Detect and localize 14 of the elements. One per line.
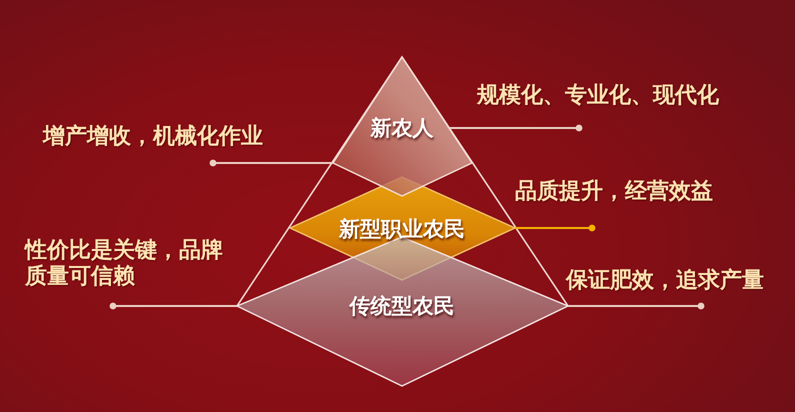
callout-text: 品质提升，经营效益 [515, 179, 713, 205]
leader-line [515, 224, 596, 232]
tier-label: 新型职业农民 [339, 217, 465, 241]
callout-text: 保证肥效，追求产量 [566, 268, 764, 294]
callout-text: 性价比是关键，品牌质量可信赖 [25, 238, 231, 290]
tier-label: 新农人 [370, 116, 434, 140]
callout-text: 增产增收，机械化作业 [43, 124, 263, 150]
tier-label: 传统型农民 [350, 294, 454, 318]
callout-text: 规模化、专业化、现代化 [477, 83, 719, 109]
leader-line [110, 302, 237, 310]
leader-line [210, 160, 333, 166]
leader-line [448, 124, 582, 132]
pyramid-tier [333, 57, 472, 196]
leader-line [568, 302, 704, 310]
